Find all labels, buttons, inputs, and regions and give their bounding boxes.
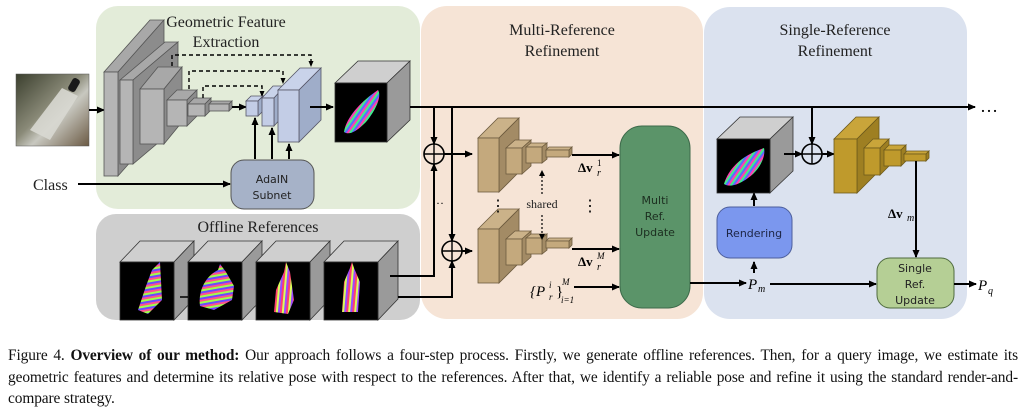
svg-text:m: m	[907, 213, 914, 224]
encoder-vdots-left: ⋮	[490, 198, 506, 215]
single-panel-title-1: Single-Reference	[779, 22, 890, 39]
skip-connections	[171, 54, 314, 98]
svg-text:Update: Update	[895, 294, 935, 307]
svg-text:i: i	[549, 280, 552, 290]
svg-text:Multi: Multi	[642, 194, 669, 207]
reference-cube-4	[323, 240, 399, 321]
svg-text:q: q	[988, 286, 993, 297]
svg-text:Δv: Δv	[578, 160, 593, 175]
single-ref-update-module: Single Ref. Update	[876, 257, 955, 309]
svg-text:r: r	[597, 262, 601, 273]
delta-vdots: ⋮	[582, 198, 598, 215]
pq-output-label: P q	[977, 278, 993, 297]
multi-ref-encoder-M	[477, 208, 573, 284]
caption-bold-title: Overview of our method:	[70, 347, 240, 364]
svg-text:P: P	[747, 277, 757, 293]
multi-panel-title-1: Multi-Reference	[509, 22, 615, 39]
rendering-module: Rendering	[716, 206, 793, 259]
svg-text:1: 1	[597, 158, 602, 168]
svg-text:Δv: Δv	[888, 206, 903, 221]
multi-ref-encoder-1	[477, 117, 573, 193]
adain-label-1: AdaIN	[256, 173, 289, 186]
svg-text:i=1: i=1	[561, 295, 574, 305]
svg-text:Update: Update	[635, 226, 675, 239]
svg-text:{P: {P	[530, 284, 545, 300]
figure-label: Figure 4.	[8, 347, 65, 364]
svg-text:Single: Single	[898, 262, 932, 275]
multi-ref-update-module: Multi Ref. Update	[619, 125, 691, 309]
single-ref-sum-node	[801, 143, 823, 165]
delta-v-r-M-label: Δv r M	[578, 251, 605, 273]
encoder-network	[103, 18, 233, 178]
reference-cube-2	[187, 240, 263, 321]
svg-text:Δv: Δv	[578, 254, 593, 269]
svg-text:P: P	[977, 278, 987, 294]
svg-text:r: r	[597, 168, 601, 179]
geometric-panel-title-1: Geometric Feature	[166, 14, 286, 31]
continuation-ellipsis: …	[980, 96, 998, 116]
offline-panel-title: Offline References	[198, 219, 319, 236]
svg-text:r: r	[549, 292, 553, 302]
figure-caption: Figure 4. Overview of our method: Our ap…	[8, 345, 1018, 410]
single-panel-title-2: Refinement	[798, 43, 873, 60]
svg-text:Ref.: Ref.	[645, 210, 666, 223]
caption-body: Our approach follows a four-step process…	[8, 347, 1018, 407]
reference-poses-set-label: {P i r } M i=1	[530, 277, 574, 305]
shared-label: shared	[526, 197, 557, 211]
svg-text:Ref.: Ref.	[905, 278, 926, 291]
reference-hdots: ···	[432, 196, 444, 210]
delta-v-m-label: Δv m	[888, 206, 914, 224]
multi-panel-title-2: Refinement	[525, 43, 600, 60]
query-image	[15, 73, 90, 147]
rendered-feature-cube	[716, 116, 794, 194]
shared-weights-indicator: shared	[526, 170, 558, 240]
adain-arrows	[251, 117, 293, 159]
pm-label: P m	[747, 277, 765, 295]
single-ref-encoder	[833, 116, 930, 194]
svg-text:m: m	[758, 284, 765, 295]
geometric-panel-title-2: Extraction	[193, 34, 260, 51]
feature-sum-node-1	[423, 143, 445, 165]
query-feature-map-cube	[334, 60, 411, 143]
svg-text:Rendering: Rendering	[726, 227, 782, 240]
multi-ref-connections	[390, 107, 473, 298]
decoder-network	[245, 67, 322, 143]
method-overview-diagram: Geometric Feature Extraction Offline Ref…	[15, 6, 998, 321]
feature-sum-node-M	[441, 240, 463, 262]
reference-cube-3	[255, 240, 331, 321]
adain-subnet-module: AdaIN Subnet	[230, 159, 315, 210]
reference-cube-1	[119, 240, 195, 321]
adain-label-2: Subnet	[253, 189, 293, 202]
class-input-label: Class	[33, 177, 68, 194]
svg-text:M: M	[596, 251, 605, 261]
offline-reference-cubes	[119, 240, 399, 321]
svg-text:}: }	[556, 284, 563, 300]
delta-v-r-1-label: Δv r 1	[578, 158, 602, 179]
svg-text:M: M	[561, 277, 570, 287]
